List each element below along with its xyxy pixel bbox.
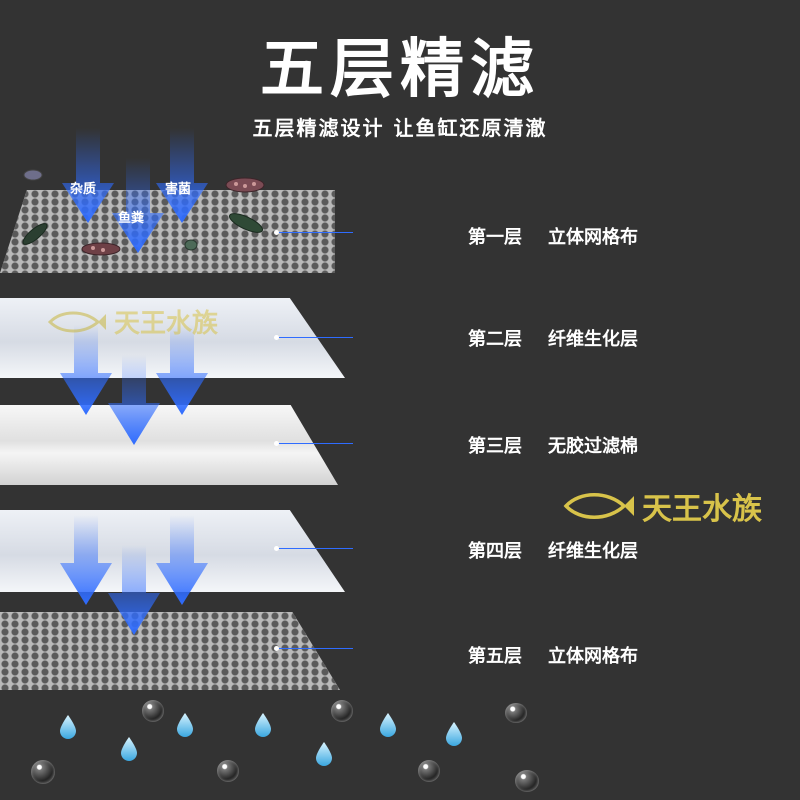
filter-layer-5 xyxy=(0,612,340,690)
leader-line-5 xyxy=(278,648,353,649)
water-drop-icon xyxy=(380,713,396,737)
brand-name: 天王水族 xyxy=(642,492,762,527)
filter-layer-1 xyxy=(0,190,335,273)
flow-arrow-icon xyxy=(108,355,160,445)
flow-arrow-icon xyxy=(112,158,164,253)
layer-number: 第一层 xyxy=(468,227,522,248)
brand-logo: 天王水族 xyxy=(562,484,762,528)
bubble-icon xyxy=(142,700,164,722)
layer-label-5: 第五层 立体网格布 xyxy=(468,642,638,668)
flow-arrow-icon xyxy=(60,515,112,605)
bubble-icon xyxy=(515,770,539,792)
bubble-icon xyxy=(217,760,239,782)
leader-dot-1 xyxy=(274,230,279,235)
layer-name: 纤维生化层 xyxy=(548,329,638,350)
bubble-icon xyxy=(505,703,527,723)
water-drop-icon xyxy=(446,722,462,746)
layer-label-3: 第三层 无胶过滤棉 xyxy=(468,432,638,458)
water-drop-icon xyxy=(121,737,137,761)
layer-label-4: 第四层 纤维生化层 xyxy=(468,537,638,563)
leader-line-1 xyxy=(278,232,353,233)
leader-dot-4 xyxy=(274,546,279,551)
layer-label-1: 第一层 立体网格布 xyxy=(468,223,638,249)
bacteria-icon xyxy=(22,223,48,245)
brand-name: 天王水族 xyxy=(114,309,219,339)
layer-number: 第五层 xyxy=(468,646,522,667)
water-drop-icon xyxy=(255,713,271,737)
pollutant-label-bacteria: 害菌 xyxy=(165,182,192,197)
layer-number: 第二层 xyxy=(468,329,522,350)
flow-arrow-icon xyxy=(156,128,208,223)
bacteria-icon xyxy=(225,177,265,193)
page-title: 五层精滤 xyxy=(260,33,540,107)
brand-watermark: 天王水族 xyxy=(46,303,218,340)
water-drop-icon xyxy=(316,742,332,766)
layer-name: 纤维生化层 xyxy=(548,541,638,562)
pollutant-label-impurities: 杂质 xyxy=(70,182,97,197)
pollutant-label-fish-waste: 鱼粪 xyxy=(118,211,145,226)
bacteria-icon xyxy=(228,213,264,233)
layer-label-2: 第二层 纤维生化层 xyxy=(468,325,638,351)
flow-arrow-icon xyxy=(156,515,208,605)
fish-waste-icon xyxy=(81,242,121,256)
water-drop-icon xyxy=(60,715,76,739)
leader-dot-3 xyxy=(274,441,279,446)
leader-dot-2 xyxy=(274,335,279,340)
bubble-icon xyxy=(331,700,353,722)
flow-arrow-icon xyxy=(62,128,114,223)
page-subtitle: 五层精滤设计 让鱼缸还原清澈 xyxy=(252,116,548,140)
fish-logo-icon xyxy=(563,493,634,519)
debris-icon xyxy=(184,239,198,251)
layer-number: 第四层 xyxy=(468,541,522,562)
flow-arrow-icon xyxy=(108,545,160,635)
layer-number: 第三层 xyxy=(468,436,522,457)
leader-dot-5 xyxy=(274,646,279,651)
fish-logo-icon xyxy=(47,311,106,332)
layer-name: 立体网格布 xyxy=(548,646,638,667)
filter-layer-3 xyxy=(0,405,338,485)
layer-name: 立体网格布 xyxy=(548,227,638,248)
bubble-icon xyxy=(31,760,55,784)
leader-line-2 xyxy=(278,337,353,338)
debris-icon xyxy=(23,169,43,181)
leader-line-4 xyxy=(278,548,353,549)
layer-name: 无胶过滤棉 xyxy=(548,436,638,457)
flow-arrow-icon xyxy=(60,325,112,415)
bubble-icon xyxy=(418,760,440,782)
leader-line-3 xyxy=(278,443,353,444)
flow-arrow-icon xyxy=(156,325,208,415)
water-drop-icon xyxy=(177,713,193,737)
